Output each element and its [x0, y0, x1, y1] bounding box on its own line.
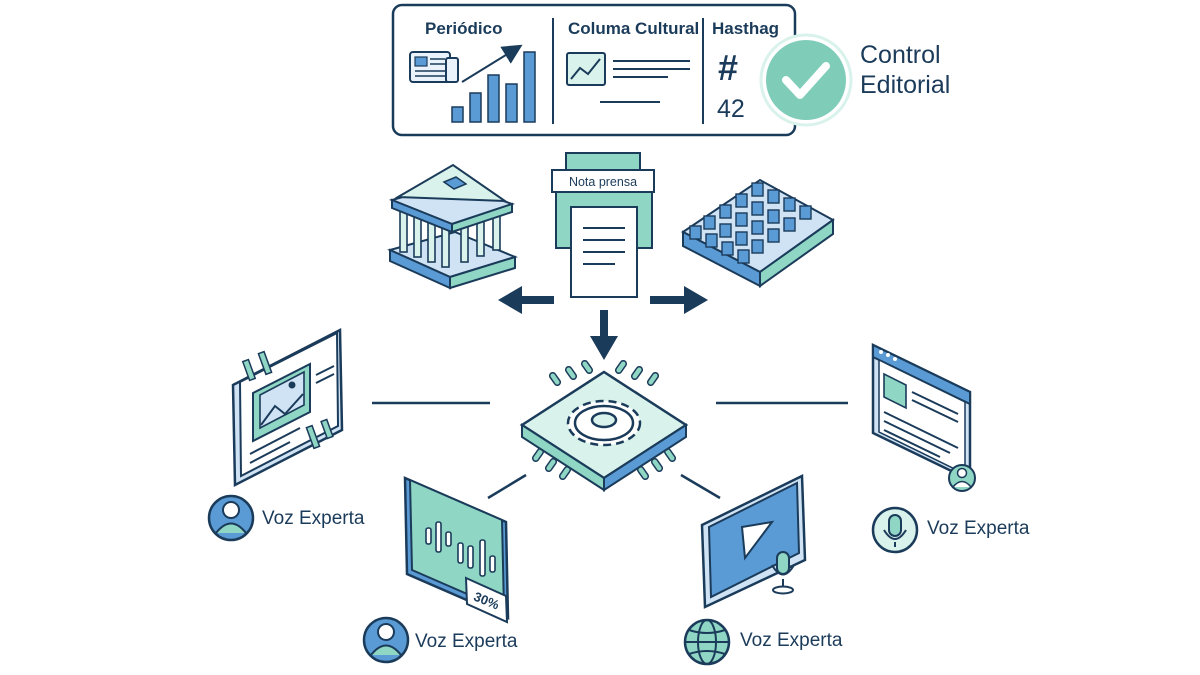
government-building-icon — [390, 165, 515, 288]
voice-label-2: Voz Experta — [415, 631, 518, 652]
newspaper-icon — [410, 52, 458, 82]
globe-icon — [685, 620, 729, 664]
periodico-label: Periódico — [425, 19, 502, 38]
processor-chip-icon — [522, 360, 686, 490]
web-article-window-icon — [873, 345, 975, 491]
voice-label-3: Voz Experta — [740, 630, 843, 651]
hashtag-symbol: # — [718, 47, 738, 88]
arrow-left-icon — [498, 286, 554, 314]
check-icon — [761, 35, 851, 125]
hashtag-label: Hasthag — [712, 19, 779, 38]
image-gallery-panel-icon — [233, 330, 342, 485]
voice-badge-1: Voz Experta — [209, 496, 365, 540]
printer-label: Nota prensa — [569, 175, 637, 189]
control-editorial-line2: Editorial — [860, 71, 950, 99]
voice-badge-2: Voz Experta — [364, 618, 518, 662]
auditorium-seats-icon — [683, 180, 833, 286]
voice-badge-3: Voz Experta — [685, 620, 843, 664]
voice-badge-4: Voz Experta — [873, 508, 1030, 552]
microphone-icon — [873, 508, 917, 552]
profile-badge-icon — [949, 465, 975, 491]
voice-label-1: Voz Experta — [262, 508, 365, 529]
hashtag-count: 42 — [717, 95, 745, 123]
control-editorial-line1: Control — [860, 41, 941, 69]
audio-waveform-panel-icon: 30% — [405, 478, 508, 622]
media-panel: Periódico Columa Cultural — [393, 5, 795, 135]
arrow-right-icon — [650, 286, 708, 314]
arrow-down-icon — [590, 310, 618, 360]
person-icon — [209, 496, 253, 540]
gear-icon — [568, 401, 640, 445]
columna-label: Columa Cultural — [568, 19, 699, 38]
voice-label-4: Voz Experta — [927, 518, 1030, 539]
person-icon — [364, 618, 408, 662]
